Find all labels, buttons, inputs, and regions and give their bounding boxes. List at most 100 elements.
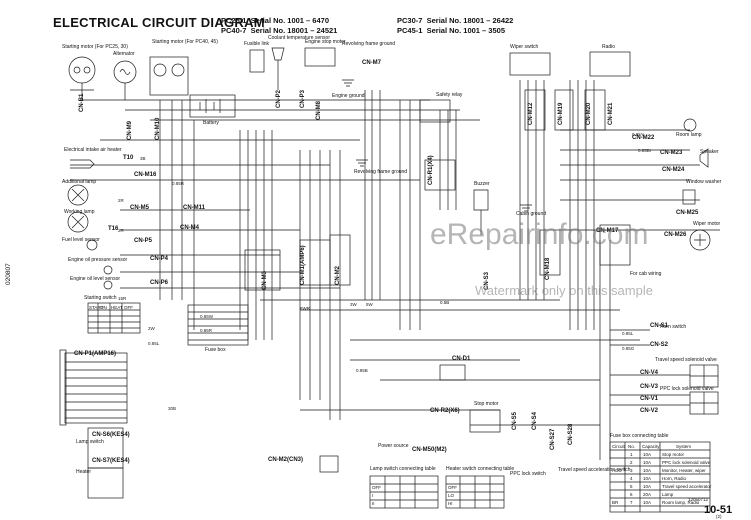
battery-symbol bbox=[189, 94, 236, 118]
label-lamp-connecting: Lamp switch connecting table bbox=[370, 466, 436, 472]
connector-cn-v4: CN-V4 bbox=[640, 370, 659, 376]
fuse-cell-cap: 10A bbox=[643, 500, 652, 505]
safety-relay-symbol bbox=[419, 99, 451, 123]
fuse-cell-cap: 10A bbox=[643, 460, 652, 465]
start-table-h2: ON bbox=[100, 305, 107, 310]
svg-text:0.85B: 0.85B bbox=[356, 368, 368, 373]
connector-cn-p2: CN-P2 bbox=[276, 89, 282, 108]
connector-cn-m4: CN-M4 bbox=[180, 225, 199, 231]
watermark-main: eRepairinfo.com bbox=[430, 218, 649, 251]
watermark-sub: Watermark only on this sample bbox=[475, 283, 653, 298]
speaker-symbol bbox=[699, 148, 709, 168]
model-2: PC40-7 Serial No. 18001 – 24521 bbox=[221, 26, 338, 35]
oil-pressure-symbol bbox=[103, 265, 113, 275]
engine-stop-motor-symbol bbox=[304, 47, 336, 67]
connector-cn-m25: CN-M25 bbox=[676, 210, 699, 216]
connector-block-7 bbox=[584, 89, 606, 131]
connector-cn-r1: CN-R1(X4) bbox=[428, 155, 434, 185]
connector-cn-p6: CN-P6 bbox=[150, 280, 169, 286]
connector-cn-s5: CN-S5 bbox=[512, 411, 518, 430]
wire-code-05b: 0.5B bbox=[440, 300, 450, 305]
connector-t16: T16 bbox=[108, 226, 119, 232]
label-speaker: Speaker bbox=[700, 149, 719, 155]
connector-cn-m21: CN-M21 bbox=[608, 102, 614, 125]
connector-cn-v2: CN-V2 bbox=[640, 408, 659, 414]
fuse-table-h1: Circuit bbox=[612, 444, 625, 449]
label-intake-heater: Electrical intake air heater bbox=[64, 147, 122, 153]
connector-cn-m23: CN-M23 bbox=[660, 150, 683, 156]
room-lamp-symbol bbox=[683, 118, 697, 132]
additional-lamp-symbol bbox=[67, 184, 89, 206]
connector-block-5 bbox=[524, 89, 546, 131]
connector-cn-m1: CN-M1(AMP6) bbox=[300, 245, 306, 285]
connector-cn-m22: CN-M22 bbox=[632, 135, 655, 141]
starting-switch-table bbox=[87, 302, 141, 334]
cn-p1-table bbox=[64, 352, 128, 424]
connector-cn-m17: CN-M17 bbox=[596, 228, 619, 234]
label-wiper-switch: Wiper switch bbox=[510, 44, 539, 50]
connector-cn-m19: CN-M19 bbox=[558, 102, 564, 125]
fusible-link-symbol bbox=[249, 49, 265, 73]
working-lamp-symbol bbox=[67, 211, 89, 233]
label-battery: Battery bbox=[203, 120, 219, 126]
label-oil-level: Engine oil level sensor bbox=[70, 276, 121, 282]
label-heater-connecting: Heater switch connecting table bbox=[446, 466, 515, 472]
lamp-row-off: OFF bbox=[372, 485, 381, 490]
label-oil-pressure: Engine oil pressure sensor bbox=[68, 257, 128, 263]
fuse-cell-no: 6 bbox=[630, 492, 633, 497]
page-title: ELECTRICAL CIRCUIT DIAGRAM bbox=[53, 15, 265, 30]
svg-text:5W: 5W bbox=[366, 302, 374, 307]
label-fuel-level: Fuel level sensor bbox=[62, 237, 100, 243]
connector-cn-m3: CN-M3 bbox=[262, 271, 268, 290]
heater-row-lo: LO bbox=[448, 493, 455, 498]
fuse-cell-cap: 20A bbox=[643, 492, 652, 497]
heater-row-off: OFF bbox=[448, 485, 457, 490]
label-fuse-box: Fuse box bbox=[205, 347, 226, 353]
fuse-cell-circuit: ACC bbox=[612, 468, 622, 473]
fuse-cell-no: 2 bbox=[630, 460, 633, 465]
connector-cn-m20: CN-M20 bbox=[586, 102, 592, 125]
drawing-code: 12050712 bbox=[688, 497, 709, 502]
ground-3 bbox=[520, 204, 532, 212]
label-safety-relay: Safety relay bbox=[436, 92, 463, 98]
connector-block-1 bbox=[244, 249, 281, 291]
fuse-cell-no: 5 bbox=[630, 484, 633, 489]
svg-text:0.85Br: 0.85Br bbox=[638, 148, 652, 153]
connector-cn-p4: CN-P4 bbox=[150, 256, 169, 262]
connector-cn-p5: CN-P5 bbox=[134, 238, 153, 244]
wiper-switch-symbol bbox=[509, 52, 551, 76]
fuse-cell-system: Monitor, Heater, wiper bbox=[662, 468, 706, 473]
coolant-sensor-symbol bbox=[271, 47, 285, 90]
connector-cn-d1: CN-D1 bbox=[452, 356, 471, 362]
connector-cn-m16: CN-M16 bbox=[134, 172, 157, 178]
svg-text:0.85L: 0.85L bbox=[148, 341, 160, 346]
label-travel-solenoid: Travel speed solenoid valve bbox=[655, 357, 717, 363]
fuse-cell-no: 7 bbox=[630, 500, 633, 505]
svg-text:0.85Y: 0.85Y bbox=[632, 132, 644, 137]
alternator-symbol bbox=[113, 60, 137, 100]
diode-block bbox=[439, 364, 466, 381]
wire-code-15r: 15R bbox=[118, 296, 127, 301]
heater-switch-symbol bbox=[319, 455, 339, 473]
model-1: PC25-1 Serial No. 1001 – 6470 bbox=[221, 16, 329, 25]
label-power-source: Power source bbox=[378, 443, 409, 449]
lamp-row-i: I bbox=[372, 493, 374, 498]
connector-cn-m2: CN-M2 bbox=[335, 266, 341, 285]
start-table-h4: OFF bbox=[124, 305, 133, 310]
connector-cn-m50: CN-M50(M2) bbox=[412, 447, 447, 453]
svg-text:3B: 3B bbox=[140, 156, 146, 161]
connector-cn-v1: CN-V1 bbox=[640, 396, 659, 402]
svg-text:0.85G: 0.85G bbox=[622, 346, 635, 351]
connector-cn-m18: CN-M18 bbox=[545, 257, 551, 280]
label-revolving-frame-ground: Revolving frame ground bbox=[342, 41, 396, 47]
connector-cn-b1: CN-B1 bbox=[79, 93, 85, 112]
fuse-cell-no: 4 bbox=[630, 476, 633, 481]
fuse-cell-cap: 10A bbox=[643, 484, 652, 489]
label-horn-switch: Horn switch bbox=[660, 324, 687, 330]
fuse-cell-system: PPC lock solenoid valve bbox=[662, 460, 711, 465]
ground-1 bbox=[342, 79, 354, 87]
connector-t10: T10 bbox=[123, 155, 134, 161]
label-cabin-ground: Cabin ground bbox=[516, 211, 547, 217]
